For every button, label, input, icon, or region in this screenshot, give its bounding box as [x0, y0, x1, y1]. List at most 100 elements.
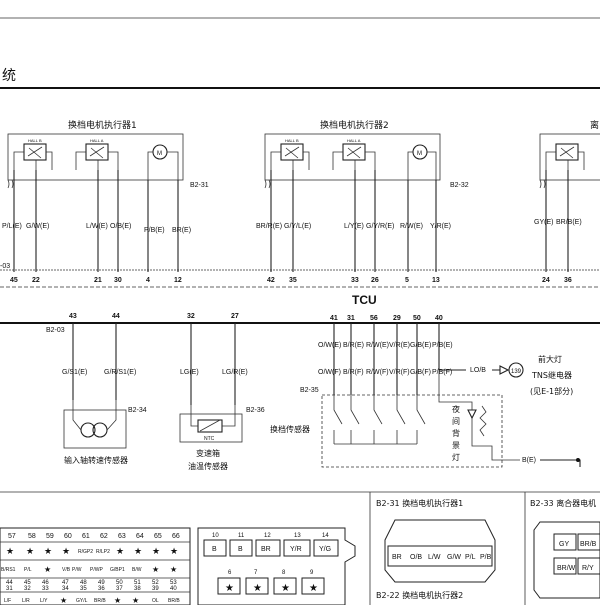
actuator1-motor: M: [152, 144, 168, 160]
svg-text:37: 37: [116, 586, 123, 592]
wire-label: Y/R(E): [430, 223, 451, 230]
svg-text:60: 60: [64, 533, 72, 540]
wire-label: L/W(E): [86, 223, 108, 230]
wire-label: BR(E): [172, 227, 191, 234]
svg-text:57: 57: [8, 533, 16, 540]
shift-sensor-labels-row1: O/W(E) B/R(E) R/W(E) V/R(E) G/B(E) P/B(E…: [318, 342, 453, 349]
svg-text:G/B(E): G/B(E): [410, 342, 431, 349]
svg-text:64: 64: [136, 533, 144, 540]
svg-text:★: ★: [253, 583, 262, 594]
wire-label: G/Y/R(E): [366, 223, 394, 230]
svg-text:9: 9: [310, 570, 314, 576]
svg-text:BR/B: BR/B: [94, 598, 106, 604]
svg-text:22: 22: [32, 277, 40, 284]
svg-text:41: 41: [330, 315, 338, 322]
input-sensor-wires: [72, 323, 236, 405]
wire-label: GY(E): [534, 219, 553, 226]
svg-text:L/W: L/W: [428, 554, 441, 561]
svg-text:46: 46: [42, 580, 49, 586]
svg-text:B/W: B/W: [132, 567, 142, 573]
svg-text:50: 50: [413, 315, 421, 322]
svg-text:47: 47: [62, 580, 69, 586]
svg-text:R/Y: R/Y: [582, 565, 594, 572]
svg-text:GY: GY: [559, 541, 569, 548]
svg-text:P/L: P/L: [24, 567, 32, 573]
svg-text:HALL A: HALL A: [347, 138, 361, 143]
svg-text:32: 32: [187, 313, 195, 320]
wire-label: P/L(E): [2, 223, 22, 230]
svg-text:36: 36: [98, 586, 105, 592]
svg-text:★: ★: [225, 583, 234, 594]
actuator2-hall-a: HALL A: [342, 138, 366, 161]
actuator2-title: 换档电机执行器2: [320, 119, 389, 131]
svg-text:O/W(E): O/W(E): [318, 342, 341, 349]
svg-text:V/R(E): V/R(E): [389, 342, 410, 349]
svg-text:M: M: [157, 151, 162, 157]
headlamp-line3: (见E-1部分): [530, 386, 573, 396]
svg-text:44: 44: [6, 580, 13, 586]
svg-text:B: B: [238, 546, 243, 553]
svg-text:P/W: P/W: [72, 567, 82, 573]
svg-text:50: 50: [116, 580, 123, 586]
svg-text:M: M: [417, 151, 422, 157]
svg-text:B/RS1: B/RS1: [1, 567, 16, 573]
svg-text:P/B(F): P/B(F): [432, 369, 452, 376]
svg-text:12: 12: [174, 277, 182, 284]
svg-text:★: ★: [309, 583, 318, 594]
svg-text:42: 42: [267, 277, 275, 284]
actuator1-box: [7, 133, 184, 181]
svg-text:33: 33: [351, 277, 359, 284]
wire-label: O/B(E): [110, 223, 131, 230]
svg-text:G/W: G/W: [447, 554, 461, 561]
temp-sensor-connector: B2-36: [246, 407, 265, 414]
svg-text:4: 4: [146, 277, 150, 284]
svg-text:6: 6: [228, 570, 232, 576]
svg-text:13: 13: [432, 277, 440, 284]
backlight-label: 夜 间 背 景 灯: [452, 404, 460, 462]
connector-b233-title: B2-33 离合器电机: [530, 498, 596, 508]
wire-label: G/W(E): [26, 223, 49, 230]
temp-sensor-wire2: LG/R(E): [222, 369, 248, 376]
svg-text:R/W(E): R/W(E): [366, 342, 389, 349]
svg-text:★: ★: [62, 546, 70, 556]
connector-break-marks: [7, 179, 546, 189]
svg-text:★: ★: [114, 596, 121, 605]
shift-sensor-labels-row2: O/W(F) B/R(F) R/W(F) V/R(F) G/B(F) P/B(F…: [318, 369, 452, 376]
svg-text:45: 45: [24, 580, 31, 586]
connector-b222-title: B2-22 换档电机执行器2: [376, 590, 463, 600]
connector-mid: 10 11 12 13 14 B B BR Y/R Y/G 6 7 8 9: [197, 527, 356, 605]
left-bus-label: -03: [0, 263, 10, 270]
svg-text:HALL B: HALL B: [285, 138, 299, 143]
svg-text:P/L: P/L: [465, 554, 476, 561]
svg-text:HALL B: HALL B: [28, 138, 42, 143]
temp-sensor-wire1: LG(E): [180, 369, 199, 376]
svg-text:26: 26: [371, 277, 379, 284]
svg-text:★: ★: [44, 565, 51, 574]
actuator3-box: [539, 133, 600, 181]
input-sensor-wire2: G/R/S1(E): [104, 369, 136, 376]
actuator1-title: 换档电机执行器1: [68, 119, 137, 131]
svg-text:B/R(F): B/R(F): [343, 369, 364, 376]
temp-sensor-name-2: 油温传感器: [188, 461, 228, 471]
svg-text:11: 11: [238, 533, 245, 539]
headlamp-line2: TNS继电器: [531, 370, 572, 380]
svg-text:66: 66: [172, 533, 180, 540]
svg-text:Y/R: Y/R: [290, 546, 302, 553]
svg-text:BR/W: BR/W: [557, 565, 576, 572]
tcu-lower-pins: 43 44 32 27 41 31 56 29 50 40: [69, 313, 443, 322]
svg-text:39: 39: [152, 586, 159, 592]
svg-text:L/Y: L/Y: [40, 598, 48, 604]
svg-text:★: ★: [6, 546, 14, 556]
svg-text:59: 59: [46, 533, 54, 540]
wire-label: BR/R(E): [256, 223, 282, 230]
actuator2-box: [264, 133, 441, 181]
svg-text:21: 21: [94, 277, 102, 284]
shift-sensor-box: [321, 394, 503, 468]
actuator3-hall: [545, 143, 585, 170]
svg-text:34: 34: [62, 586, 69, 592]
headlamp-ref-circle: [508, 362, 524, 378]
svg-text:B: B: [212, 546, 217, 553]
headlamp-line1: 前大灯: [538, 354, 562, 364]
svg-text:灯: 灯: [452, 452, 460, 462]
